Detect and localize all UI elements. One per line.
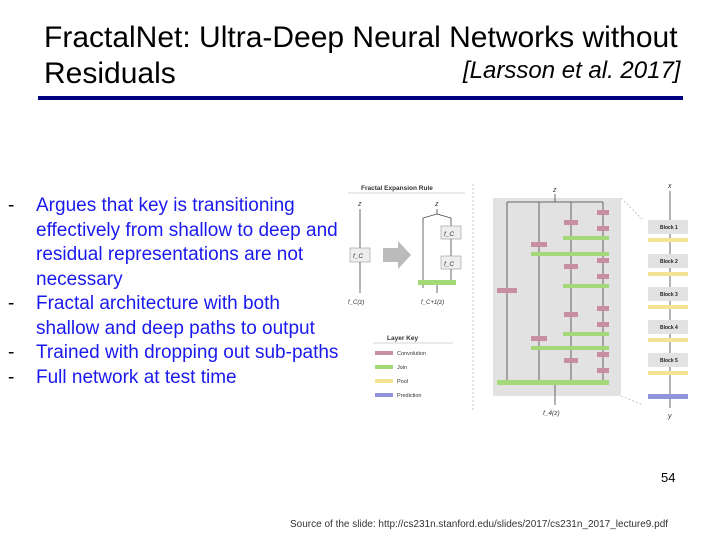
- pool-layer: [648, 338, 688, 342]
- z-label: z: [552, 187, 557, 194]
- fc1-output-label: f_C+1(z): [421, 300, 444, 306]
- fractalnet-diagram: Fractal Expansion Rule z f_C f_C(z) z f_…: [348, 183, 688, 420]
- bullet-text: Trained with dropping out sub-paths: [36, 342, 339, 363]
- block-box: [648, 220, 688, 234]
- fc-label: f_C: [444, 261, 454, 268]
- x-label: x: [667, 183, 672, 190]
- layer-key-title: Layer Key: [387, 335, 418, 342]
- slide-number: 54: [661, 470, 676, 485]
- convolution-layers: [497, 210, 609, 373]
- expansion-arrow-icon: [383, 241, 411, 269]
- block-box: [648, 254, 688, 268]
- bullet-item: - Argues that key is transitioning effec…: [8, 194, 348, 292]
- bullet-marker: -: [8, 195, 15, 216]
- legend-swatch-convolution: [375, 351, 393, 355]
- fc-label: f_C: [353, 253, 363, 260]
- legend-swatch-join: [375, 365, 393, 369]
- join-layer: [418, 280, 456, 285]
- prediction-layer: [648, 394, 688, 399]
- block-label: Block 2: [660, 259, 678, 265]
- bullet-list: - Argues that key is transitioning effec…: [8, 194, 348, 390]
- bullet-text: Argues that key is transitioning effecti…: [36, 195, 338, 290]
- fc-label: f_C: [444, 231, 454, 238]
- f4-output-label: f_4(z): [543, 410, 560, 417]
- bullet-item: - Full network at test time: [8, 366, 348, 391]
- block-label: Block 1: [660, 225, 678, 231]
- deep-path: [436, 213, 452, 226]
- pool-layer: [648, 272, 688, 276]
- block-box: [648, 287, 688, 301]
- source-citation: Source of the slide: http://cs231n.stanf…: [290, 519, 669, 530]
- fc-output-label: f_C(z): [348, 300, 364, 306]
- pool-layer: [648, 238, 688, 242]
- legend-label: Convolution: [397, 351, 426, 357]
- block-label: Block 5: [660, 358, 678, 364]
- block-box: [648, 320, 688, 334]
- z-label: z: [434, 201, 439, 208]
- legend-swatch-prediction: [375, 393, 393, 397]
- slide-title: FractalNet: Ultra-Deep Neural Networks w…: [44, 21, 678, 90]
- z-label: z: [357, 201, 362, 208]
- shallow-path: [422, 209, 438, 288]
- bullet-text: Full network at test time: [36, 366, 237, 388]
- title-divider: [38, 96, 683, 100]
- bullet-item: - Trained with dropping out sub-paths: [8, 341, 348, 366]
- zoom-connectors: [620, 197, 644, 406]
- pool-layer: [648, 305, 688, 309]
- legend-label: Prediction: [397, 393, 421, 399]
- bullet-item: - Fractal architecture with both shallow…: [8, 292, 348, 341]
- block-box: [648, 353, 688, 367]
- y-label: y: [667, 413, 672, 420]
- bullet-marker: -: [8, 342, 15, 363]
- bullet-marker: -: [8, 293, 15, 314]
- pool-layer: [648, 371, 688, 375]
- legend-label: Pool: [397, 379, 408, 385]
- join-layers: [497, 236, 609, 385]
- legend-swatch-pool: [375, 379, 393, 383]
- expansion-rule-title: Fractal Expansion Rule: [361, 185, 433, 192]
- legend-label: Join: [397, 365, 407, 371]
- block-label: Block 3: [660, 292, 678, 298]
- input-branches: [507, 194, 603, 203]
- bullet-text: Fractal architecture with both shallow a…: [36, 293, 315, 339]
- citation: [Larsson et al. 2017]: [463, 57, 681, 84]
- bullet-marker: -: [8, 366, 15, 388]
- block-label: Block 4: [660, 325, 678, 331]
